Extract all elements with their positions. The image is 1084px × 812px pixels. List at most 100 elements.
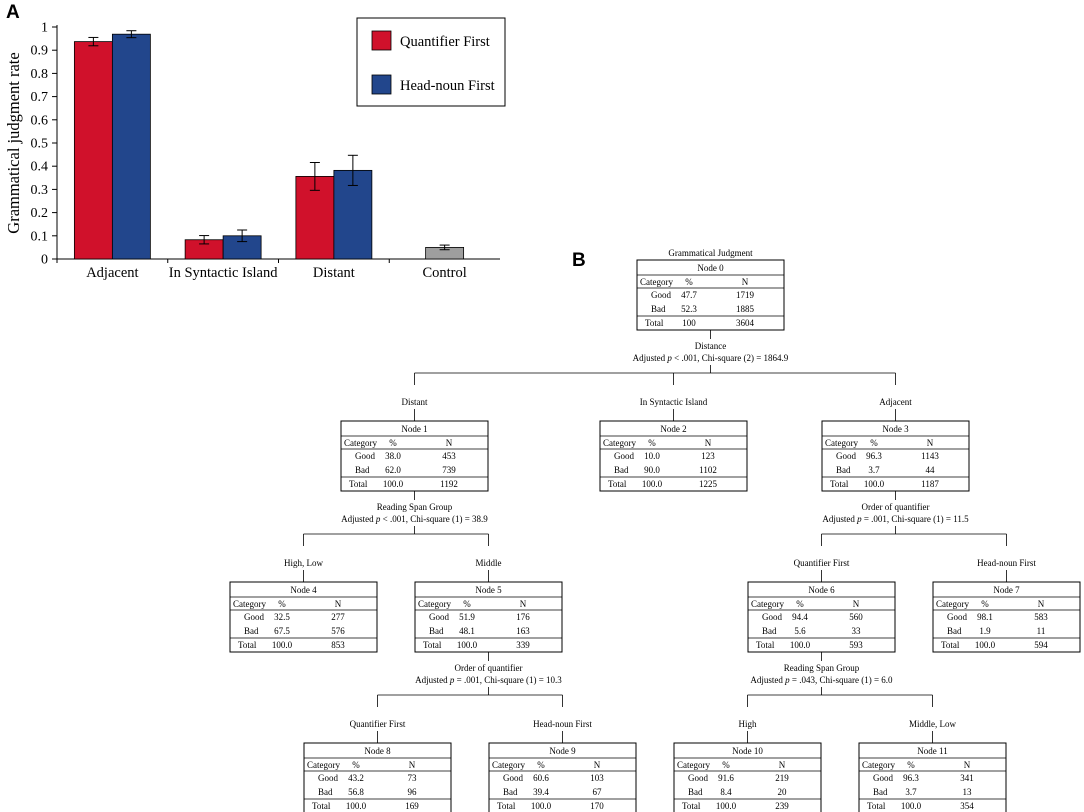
node-header-percent: % [463,599,471,609]
legend-swatch [371,74,392,95]
node-row-percent: 60.6 [533,773,549,783]
node-header-category: Category [825,438,858,448]
node-header-category: Category [418,599,451,609]
node-row-percent: 96.3 [903,773,919,783]
node-frame [599,420,748,492]
node-header-n: N [335,599,342,609]
node-header-category: Category [603,438,636,448]
branch-label: Quantifier First [794,558,850,568]
node-header-n: N [927,438,934,448]
node-id: Node 11 [917,746,947,756]
node-row-n: 341 [960,773,974,783]
node-header-category: Category [307,760,340,770]
y-tick-label: 0.9 [31,44,49,59]
node-row-percent: 1.9 [979,626,991,636]
split-statistic: Adjusted p = .001, Chi-square (1) = 10.3 [415,675,562,685]
node-id: Node 9 [549,746,576,756]
node-total-percent: 100.0 [901,801,922,811]
node-total-label: Total [312,801,331,811]
node-row-percent: 90.0 [644,465,660,475]
branch-label: In Syntactic Island [640,397,708,407]
node-row-percent: 51.9 [459,612,475,622]
node-total-n: 594 [1034,640,1048,650]
node-row-n: 163 [516,626,530,636]
node-total-n: 354 [960,801,974,811]
y-tick-label: 0.4 [31,160,49,175]
y-tick-label: 0.8 [31,67,49,82]
legend-label: Quantifier First [400,34,490,50]
y-tick-label: 0 [41,253,48,268]
node-row-n: 123 [701,451,715,461]
node-total-n: 593 [849,640,863,650]
node-total-percent: 100.0 [790,640,811,650]
node-header-percent: % [389,438,397,448]
node-total-percent: 100.0 [642,479,663,489]
node-total-percent: 100.0 [716,801,737,811]
node-id: Node 2 [660,424,686,434]
y-tick-label: 0.6 [31,113,49,128]
branch-label: Middle, Low [909,719,956,729]
split-statistic: Adjusted p < .001, Chi-square (1) = 38.9 [341,514,488,524]
node-row-n: 20 [778,787,788,797]
split-variable: Distance [695,341,727,351]
node-frame [932,581,1081,653]
node-id: Node 6 [808,585,835,595]
node-total-label: Total [497,801,516,811]
node-row-n: 739 [442,465,456,475]
split-variable: Reading Span Group [377,502,453,512]
node-row-n: 73 [408,773,418,783]
node-row-category: Good [836,451,856,461]
y-tick-label: 0.1 [31,229,49,244]
node-row-percent: 98.1 [977,612,993,622]
node-frame [229,581,378,653]
branch-label: Head-noun First [977,558,1036,568]
node-row-n: 67 [593,787,603,797]
node-total-n: 1225 [699,479,718,489]
node-row-category: Good [429,612,449,622]
node-total-percent: 100 [682,318,696,328]
node-id: Node 3 [882,424,909,434]
y-tick-label: 0.7 [31,90,49,105]
node-row-n: 11 [1037,626,1046,636]
node-row-percent: 3.7 [868,465,880,475]
branch-label: High [739,719,758,729]
node-frame [821,420,970,492]
node-header-percent: % [981,599,989,609]
node-total-percent: 100.0 [272,640,293,650]
node-header-n: N [779,760,786,770]
panel-b-label: B [572,250,586,271]
node-frame [414,581,563,653]
node-total-percent: 100.0 [531,801,552,811]
x-tick-label: Distant [313,265,355,281]
node-frame [340,420,489,492]
node-total-label: Total [867,801,886,811]
node-total-n: 170 [590,801,604,811]
node-header-n: N [1038,599,1045,609]
node-row-n: 453 [442,451,456,461]
node-header-percent: % [685,277,693,287]
node-header-percent: % [722,760,730,770]
node-row-category: Bad [836,465,851,475]
y-tick-label: 0.3 [31,183,49,198]
branch-label: Quantifier First [350,719,406,729]
node-row-percent: 56.8 [348,787,364,797]
node-row-category: Good [762,612,782,622]
node-frame [673,742,822,812]
node-row-n: 576 [331,626,345,636]
y-axis-title: Grammatical judgment rate [4,52,23,233]
node-row-n: 1102 [699,465,717,475]
node-total-percent: 100.0 [975,640,996,650]
node-row-n: 560 [849,612,863,622]
node-row-percent: 96.3 [866,451,882,461]
node-header-n: N [446,438,453,448]
node-row-percent: 3.7 [905,787,917,797]
node-row-percent: 67.5 [274,626,290,636]
node-row-category: Good [503,773,523,783]
node-row-percent: 39.4 [533,787,549,797]
node-total-label: Total [756,640,775,650]
